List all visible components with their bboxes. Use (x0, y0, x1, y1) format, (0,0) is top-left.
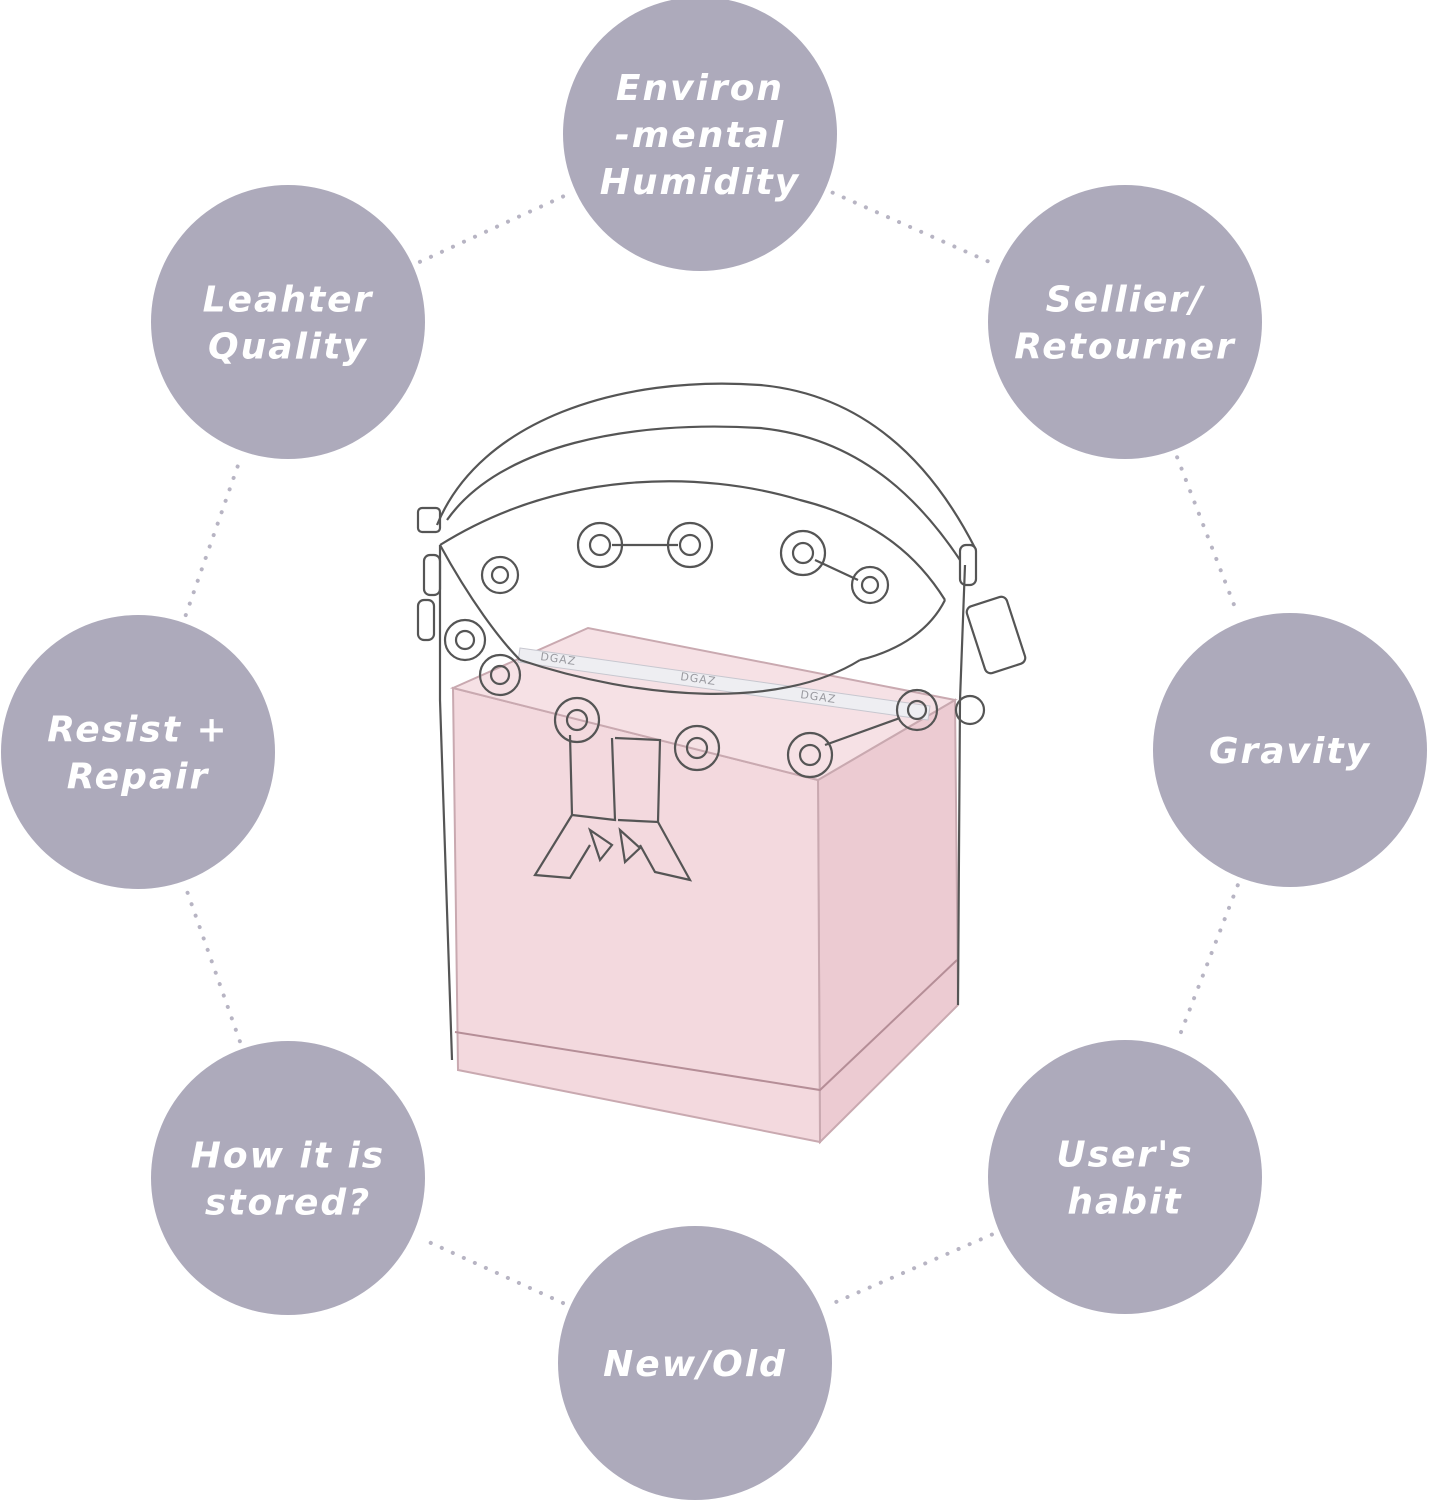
factor-label-line: habit (1067, 1182, 1182, 1223)
brand-text-2: DGAZ (680, 670, 718, 688)
dotted-connector-3 (826, 1232, 994, 1308)
factor-label-line: User's (1056, 1135, 1193, 1176)
insert-bottom-seam (454, 959, 958, 1092)
bucket-bag-illustration: DGAZ DGAZ DGAZ (416, 382, 1027, 1145)
dotted-connector-5 (184, 886, 242, 1044)
factor-label-line: Retourner (1014, 327, 1236, 368)
factor-circle (563, 0, 837, 271)
factor-resist: Resist + Repair (1, 615, 275, 889)
factor-label-line: Quality (208, 327, 368, 368)
factor-circle (151, 185, 425, 459)
factor-label-line: New/Old (603, 1344, 787, 1385)
factor-label-line: -mental (615, 115, 785, 156)
bag-outline (416, 382, 1027, 1061)
factor-circle (151, 1041, 425, 1315)
factor-label-line: stored? (205, 1183, 371, 1224)
factor-circle (988, 1040, 1262, 1314)
factor-label-line: Sellier/ (1046, 280, 1206, 321)
dotted-connector-2 (1175, 883, 1240, 1044)
factor-new-old: New/Old (558, 1226, 832, 1500)
factor-gravity: Gravity (1153, 613, 1427, 887)
factor-label-line: Gravity (1209, 731, 1371, 772)
dotted-connector-0 (830, 190, 995, 266)
factor-label-line: Leahter (203, 280, 374, 321)
factor-stored: How it is stored? (151, 1041, 425, 1315)
dotted-connector-1 (1175, 455, 1240, 617)
dotted-connector-4 (418, 1236, 565, 1305)
brand-text-3: DGAZ (800, 688, 838, 706)
factor-sellier: Sellier/Retourner (988, 185, 1262, 459)
factor-circle (558, 1226, 832, 1500)
factor-label-line: Environ (616, 68, 784, 109)
factor-habit: User's habit (988, 1040, 1262, 1314)
brand-text-1: DGAZ (540, 650, 578, 668)
dotted-connector-7 (417, 192, 571, 264)
factor-circle (988, 185, 1262, 459)
factor-label-line: Humidity (600, 162, 800, 203)
factor-label-line: Resist + (47, 710, 228, 751)
factor-label-line: Repair (67, 757, 210, 798)
factor-circle (1, 615, 275, 889)
factor-circle (1153, 613, 1427, 887)
dotted-connectors (183, 190, 1240, 1308)
dotted-connector-6 (183, 456, 243, 618)
factor-label-line: How it is (191, 1136, 386, 1177)
